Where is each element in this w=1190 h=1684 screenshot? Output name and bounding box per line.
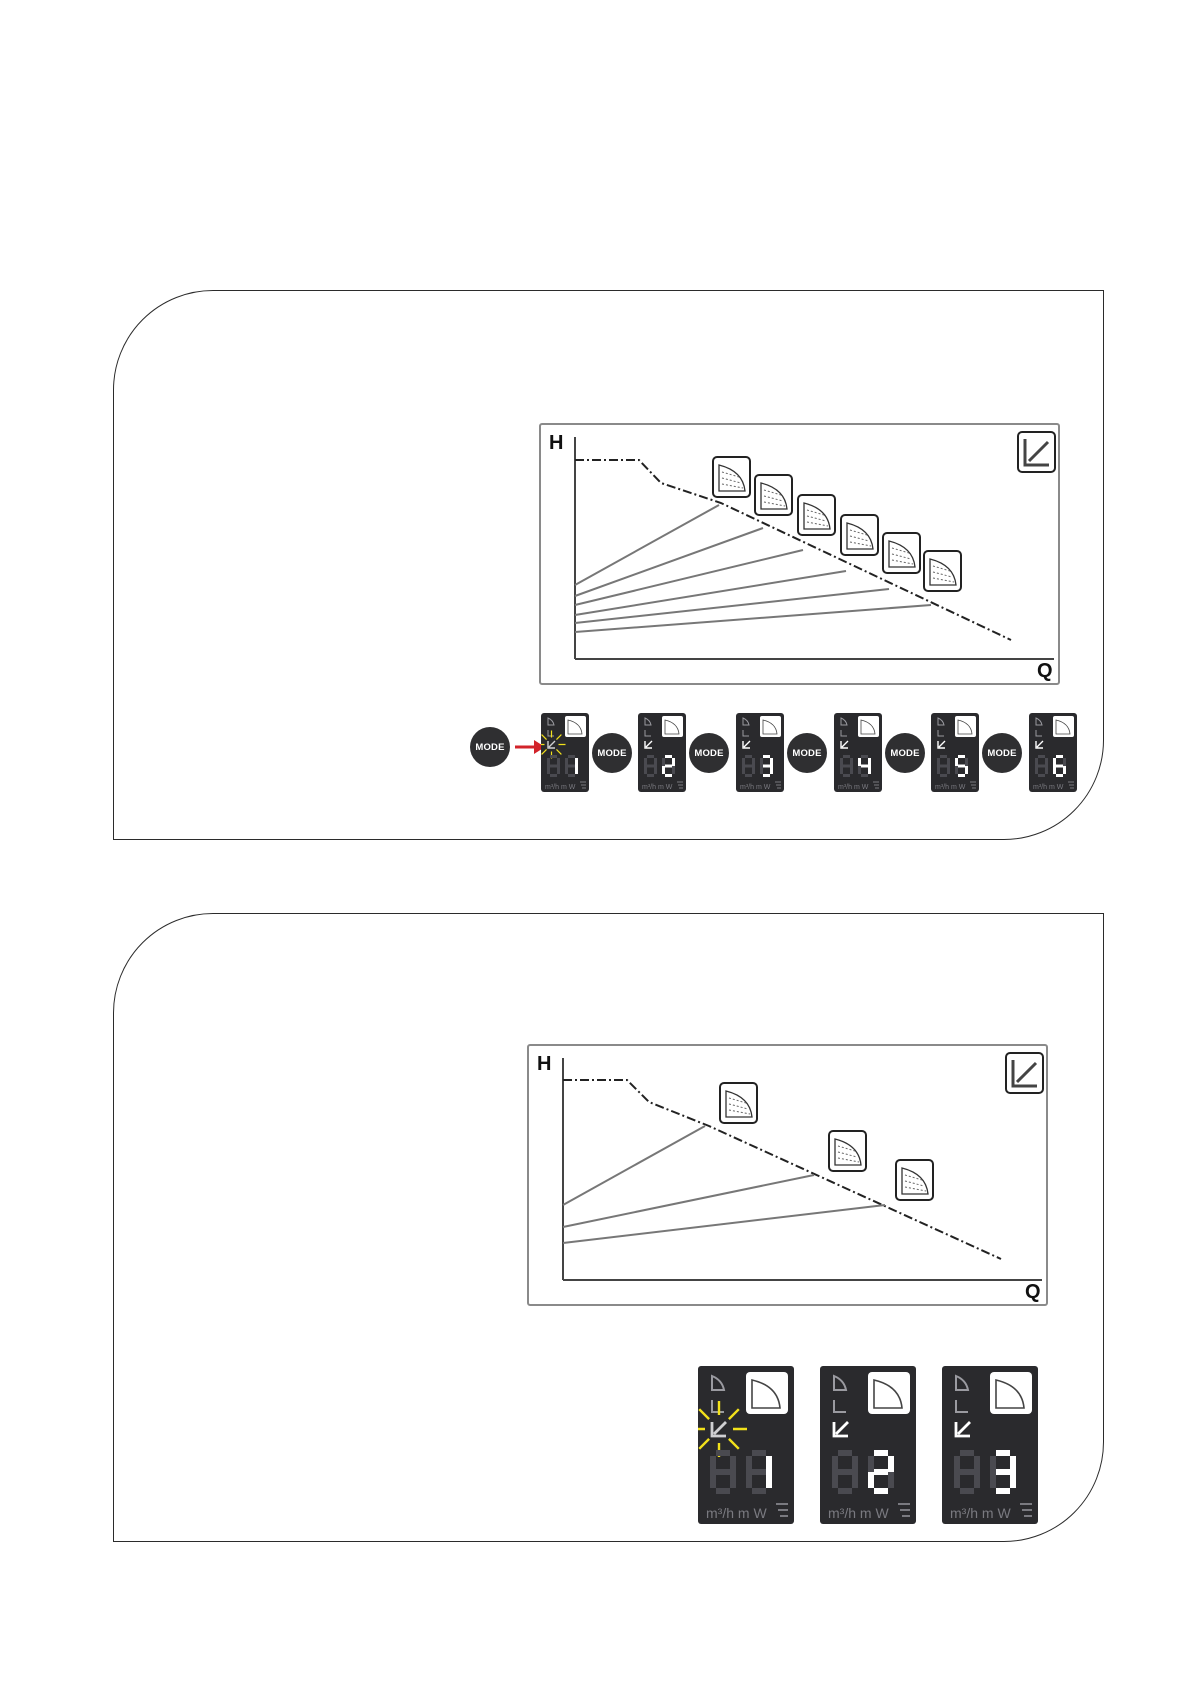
svg-text:m³/h m W: m³/h m W: [828, 1505, 889, 1521]
svg-text:m³/h m W: m³/h m W: [950, 1505, 1011, 1521]
curve-icon-2: [755, 475, 792, 515]
lcd-display-graphic: m³/h m W: [942, 1366, 1038, 1524]
svg-text:m³/h m W: m³/h m W: [1033, 784, 1064, 791]
curve-icon-2: [829, 1131, 866, 1171]
lcd-display-graphic: m³/h m W: [736, 713, 784, 792]
pump-curve-chart-6: H Q: [539, 423, 1060, 685]
pump-curve-svg: H Q: [529, 1046, 1050, 1308]
control-curve-2: [563, 1175, 814, 1227]
lcd-display-step-4: m³/h m W: [834, 713, 882, 792]
variable-pressure-icon: [1006, 1053, 1043, 1093]
lcd-display-step-1: m³/h m W: [541, 713, 589, 792]
svg-text:m³/h m W: m³/h m W: [740, 784, 771, 791]
curve-icon-3: [798, 495, 835, 535]
lcd-display-step-5: m³/h m W: [931, 713, 979, 792]
x-axis-label: Q: [1037, 660, 1053, 682]
lcd-display-step-2: m³/h m W: [638, 713, 686, 792]
lcd-display-graphic: m³/h m W: [834, 713, 882, 792]
lcd-display-graphic: m³/h m W: [698, 1366, 794, 1524]
svg-text:m³/h m W: m³/h m W: [642, 784, 673, 791]
y-axis-label: H: [549, 432, 563, 454]
control-curve-1: [575, 505, 719, 585]
control-curve-2: [575, 528, 763, 596]
control-curve-6: [575, 605, 931, 632]
control-curve-1: [563, 1126, 705, 1205]
svg-text:m³/h m W: m³/h m W: [838, 784, 869, 791]
lcd-display-3: m³/h m W: [942, 1366, 1038, 1524]
svg-text:m³/h m W: m³/h m W: [935, 784, 966, 791]
lcd-display-step-3: m³/h m W: [736, 713, 784, 792]
lcd-display-step-6: m³/h m W: [1029, 713, 1077, 792]
lcd-display-2: m³/h m W: [820, 1366, 916, 1524]
mode-button[interactable]: MODE: [982, 733, 1022, 773]
curve-icon-1: [720, 1083, 757, 1123]
curve-icon-5: [883, 533, 920, 573]
curve-icon-3: [896, 1160, 933, 1200]
lcd-display-graphic: m³/h m W: [820, 1366, 916, 1524]
lcd-display-1: m³/h m W: [698, 1366, 794, 1524]
curve-icon-1: [713, 457, 750, 497]
curve-icon-6: [924, 551, 961, 591]
mode-button[interactable]: MODE: [689, 733, 729, 773]
svg-text:m³/h m W: m³/h m W: [706, 1505, 767, 1521]
lcd-display-graphic: m³/h m W: [931, 713, 979, 792]
pump-curve-svg: H Q: [541, 425, 1062, 687]
x-axis-label: Q: [1025, 1281, 1041, 1303]
mode-button[interactable]: MODE: [885, 733, 925, 773]
y-axis-label: H: [537, 1053, 551, 1075]
mode-button[interactable]: MODE: [470, 727, 510, 767]
lcd-display-graphic: m³/h m W: [638, 713, 686, 792]
svg-text:m³/h m W: m³/h m W: [545, 784, 576, 791]
lcd-display-graphic: m³/h m W: [1029, 713, 1077, 792]
mode-button[interactable]: MODE: [787, 733, 827, 773]
lcd-display-graphic: m³/h m W: [541, 713, 589, 792]
control-curve-3: [563, 1205, 885, 1243]
curve-icon-4: [841, 515, 878, 555]
variable-pressure-icon: [1018, 432, 1055, 472]
pump-curve-chart-3: H Q: [527, 1044, 1048, 1306]
mode-button[interactable]: MODE: [592, 733, 632, 773]
